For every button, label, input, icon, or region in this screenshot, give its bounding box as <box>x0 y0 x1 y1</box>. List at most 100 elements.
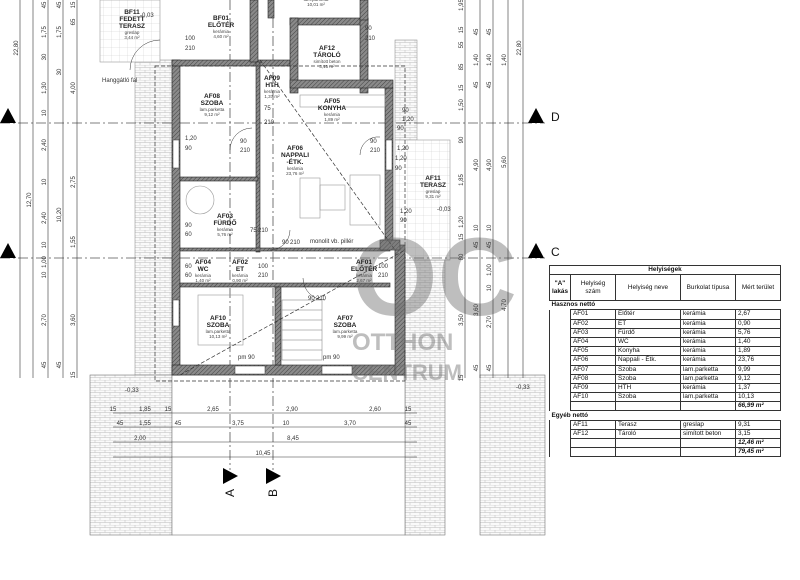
annotation-label: Hanggátló fal <box>102 78 137 84</box>
dimension-label: 45 <box>405 421 412 427</box>
room-area: 1,89 m² <box>324 117 340 122</box>
dimension-label: 1,75 <box>57 26 63 38</box>
dimension-label: 2,70 <box>42 314 48 326</box>
annotation-label: 210 <box>240 148 251 154</box>
room-name: TERASZ <box>420 182 446 189</box>
room-area: 1,37 m² <box>264 94 280 99</box>
cell-area: 2,67 <box>735 309 781 320</box>
annotation-label: monolit vb. pillér <box>310 239 353 245</box>
dimension-label: 55 <box>459 41 465 48</box>
cell-room-name: Tároló <box>615 428 681 440</box>
room-area: 23,76 m² <box>286 171 304 176</box>
dimension-label: 15 <box>71 1 77 8</box>
room-area: 4,60 m² <box>213 34 229 39</box>
room-name: HTH <box>265 82 279 89</box>
room-name: SZOBA <box>201 100 224 107</box>
dimension-label: 30 <box>42 53 48 60</box>
cell-room-name: Konyha <box>615 346 681 357</box>
room-flooring: kerámia <box>356 273 373 278</box>
annotation-label: 1,20 <box>395 156 407 162</box>
dimension-label: 4,90 <box>474 159 480 171</box>
dimension-label: 2,60 <box>369 407 381 413</box>
dimension-label: 2,90 <box>286 407 298 413</box>
cell-room-name: Nappali - Étk. <box>615 355 681 366</box>
annotation-label: 210 <box>378 273 389 279</box>
cell-flooring: lam.parketta <box>680 392 736 403</box>
cell-area: 9,12 <box>735 373 781 384</box>
room-number: AF06 <box>287 145 303 152</box>
dimension-label: 1,20 <box>459 216 465 228</box>
room-flooring: greslap <box>125 30 140 35</box>
section-marker-c <box>528 243 544 258</box>
room-name: TERASZ <box>119 23 145 30</box>
room-flooring: greslap <box>426 189 441 194</box>
annotation-label: 75 <box>264 106 271 112</box>
dimension-label: 1,40 <box>487 54 493 66</box>
annotation-label: 90 <box>400 218 407 224</box>
annotation-label: -0,03 <box>140 13 154 19</box>
svg-text:OTTHON: OTTHON <box>352 329 453 356</box>
dimension-label: 90 <box>459 136 465 143</box>
dimension-label: 45 <box>487 28 493 35</box>
annotation-label: 210 <box>185 46 196 52</box>
dimension-label: 1,85 <box>139 407 151 413</box>
annotation-label: 1,20 <box>185 136 197 142</box>
dimension-label: 3,60 <box>71 314 77 326</box>
cell-room-number: AF04 <box>570 336 616 348</box>
cell-area: 1,37 <box>735 382 781 394</box>
cell-flooring: kerámia <box>680 309 736 320</box>
room-name: FEDETT <box>119 16 144 23</box>
cell-room-number: AF12 <box>570 428 616 440</box>
dimension-label: 22,80 <box>517 40 523 56</box>
dimension-label: 10,20 <box>57 207 63 223</box>
section-markers <box>0 108 544 484</box>
dimension-label: 2,65 <box>207 407 219 413</box>
dimension-label: 45 <box>474 241 480 248</box>
annotation-label: 1,20 <box>402 117 414 123</box>
annotation-label: 210 <box>258 228 269 234</box>
room-area: 10,13 m² <box>209 334 227 339</box>
col-header-apartment: "A" lakás <box>549 274 571 302</box>
table-title: Helyiségek <box>549 264 781 276</box>
dimension-label: 3,70 <box>344 421 356 427</box>
annotation-label: 210 <box>264 120 275 126</box>
cell-room-name: Előtér <box>615 309 681 320</box>
cell-area: 9,31 <box>735 419 781 430</box>
annotation-label: 1,20 <box>400 209 412 215</box>
cell-area: 1,89 <box>735 346 781 357</box>
dimension-label: 10,45 <box>255 451 271 457</box>
dimension-label: 45 <box>487 364 493 371</box>
cell-area: 23,76 <box>735 355 781 366</box>
dimension-label: 15 <box>459 374 465 381</box>
wardrobe <box>281 299 323 361</box>
room-number: AF12 <box>319 45 335 52</box>
room-number: AF04 <box>195 259 211 266</box>
annotation-label: 90 <box>370 139 377 145</box>
room-number: AF07 <box>337 315 353 322</box>
room-flooring: lam.parketta <box>304 0 329 2</box>
room-name: WC <box>198 266 209 273</box>
watermark-logo: OC OTTHON CENTRUM <box>352 216 517 385</box>
annotation-label: 90 <box>395 166 402 172</box>
room-area: 0,90 m² <box>232 278 248 283</box>
room-name: SZOBA <box>207 322 230 329</box>
dimension-label: 3,60 <box>474 304 480 316</box>
cell-flooring: kerámia <box>680 318 736 329</box>
dimension-label: 10 <box>42 178 48 185</box>
total-useful-net: 66,99 m² <box>735 401 781 412</box>
dimension-label: 3,50 <box>459 314 465 326</box>
cell-room-number: AF02 <box>570 318 616 329</box>
room-number: BF11 <box>124 9 140 16</box>
furniture <box>185 94 386 346</box>
cell-room-name: Szoba <box>615 364 681 375</box>
group-useful-net: Hasznos nettó <box>551 301 596 309</box>
dimension-label: 1,40 <box>502 54 508 66</box>
cell-flooring: kerámia <box>680 336 736 348</box>
dimension-label: 15 <box>405 407 412 413</box>
room-flooring: kerámia <box>217 227 234 232</box>
annotation-label: 210 <box>370 148 381 154</box>
